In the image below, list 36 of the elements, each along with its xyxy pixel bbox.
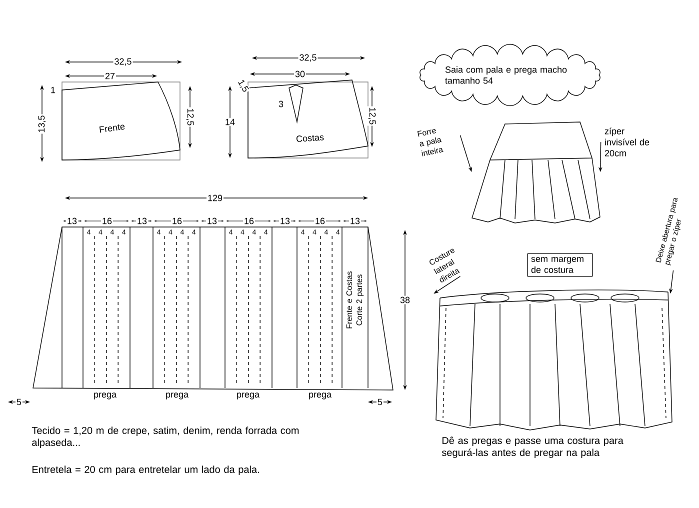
dimension-label: 13 [349,216,361,226]
dimension-label: 14 [224,118,236,126]
dimension-label: 12,5 [185,107,195,127]
dimension-label: 16 [243,216,255,226]
note-text: zíper invisível de 20cm [604,128,650,156]
dimension-label: 3 [278,100,284,108]
note-box: sem margem de costura [527,253,593,277]
dimension-label: 1 [50,86,56,94]
dimension-label: 32,5 [113,57,133,67]
dimension-label: 13 [279,216,291,226]
dimension-label: 16 [314,216,326,226]
front-piece: Frente [62,82,180,160]
dimension-label: 27 [104,72,116,80]
dimension-label: 13,5 [37,114,47,134]
skirt-drawing [436,290,672,430]
pleat-label: prega [308,392,332,400]
pleat-label: prega [164,392,190,400]
dimension-label: 38 [399,296,411,304]
title-cloud: Saia com pala e prega macho tamanho 54 [420,44,600,106]
dimension-label: 5 [376,398,384,406]
dimension-label: 12,5 [367,106,377,126]
dimension-label: 32,5 [298,53,318,63]
note-text: Tecido = 1,20 m de crepe, satim, denim, renda forrada com alpaseda... [32,426,299,448]
note-text: Entretela = 20 cm para entretelar um lado da pala. [32,466,259,475]
dimension-label: 1,5 [235,77,251,95]
dimension-label: 13 [136,216,148,226]
dimension-label: 13 [206,216,218,226]
dimension-label: 16 [171,216,183,226]
dimension-label: 13 [66,216,78,226]
pleat-label: prega [92,392,118,400]
skirt-drawing [472,122,600,224]
note-text: Forre a pala inteira [417,129,444,156]
dimension-label: 5 [16,398,22,406]
dimension-label: 16 [101,216,114,226]
pleat-label: prega [236,392,261,400]
dimension-label: 129 [206,194,224,202]
